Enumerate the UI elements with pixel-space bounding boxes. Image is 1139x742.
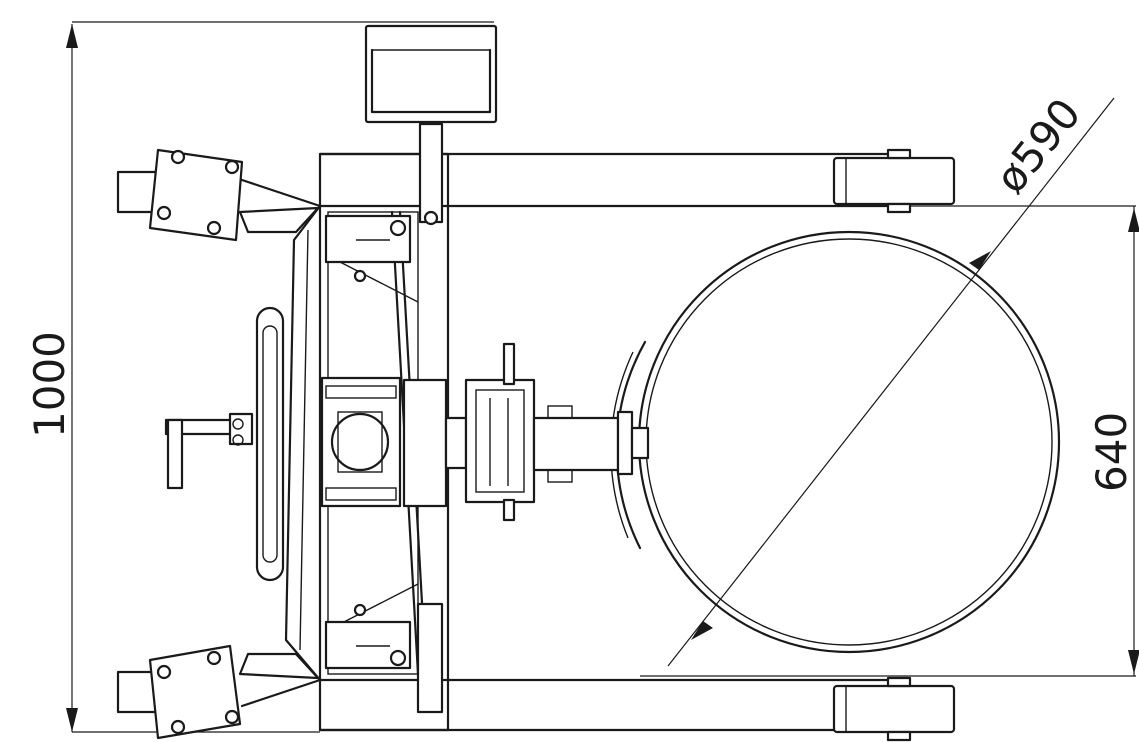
dimension-640-label: 640: [1087, 412, 1136, 492]
center-shaft: [402, 378, 468, 508]
dimension-overall-length: 1000: [25, 21, 494, 733]
push-handle-bottom: [116, 644, 322, 740]
dimension-1000-label: 1000: [25, 331, 74, 438]
handle-post: [416, 122, 444, 714]
arrowhead-diameter-upper-icon: [969, 251, 991, 270]
arrowhead-diameter-lower-icon: [691, 621, 713, 640]
crank-handle: [164, 412, 254, 490]
foot-pedal: [364, 24, 498, 124]
push-handle-top: [116, 148, 322, 242]
drum-outline: [637, 230, 1061, 654]
arrowhead-top-icon: [66, 24, 78, 48]
caster-wheel-top: [832, 148, 956, 214]
clamp-head: [464, 342, 536, 522]
side-rail-top: [318, 152, 902, 208]
arrowhead-bottom-icon: [66, 708, 78, 732]
caster-wheel-bottom: [832, 676, 956, 742]
frame-bracket-top: [324, 214, 412, 283]
arrowhead-upper-icon: [1128, 208, 1139, 232]
clamp-arm: [532, 405, 650, 483]
dimension-590-label: ø590: [986, 89, 1091, 202]
arrowhead-lower-icon: [1128, 650, 1139, 674]
handwheel: [255, 306, 285, 582]
side-rail-bottom: [318, 678, 902, 732]
left-side-guard: [284, 204, 322, 682]
gear-block: [320, 376, 402, 508]
frame-bracket-bottom: [324, 603, 412, 670]
